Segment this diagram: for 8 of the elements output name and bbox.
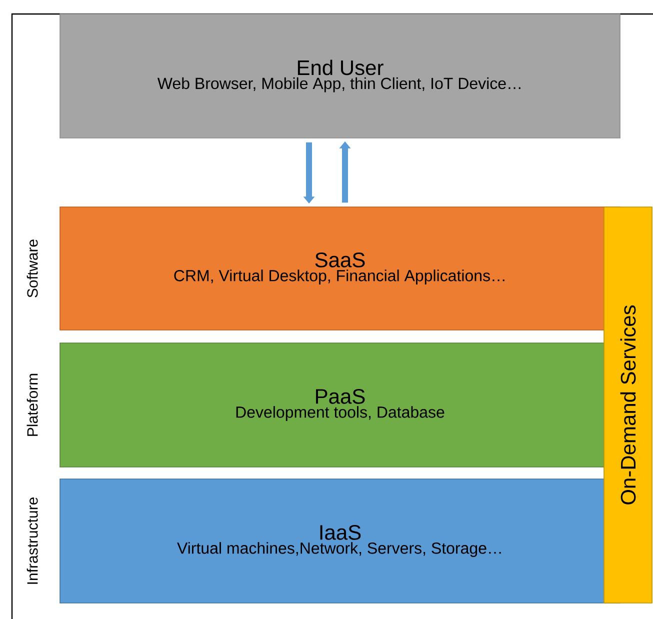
layer-box: IaaS Virtual machines,Network, Servers, Storage… <box>60 478 620 604</box>
layer-box: End User Web Browser, Mobile App, thin Client, IoT Device… <box>60 14 620 138</box>
side-label: Infrastructure <box>26 498 38 584</box>
layer-box: On-Demand Services <box>604 206 652 604</box>
side-label: Software <box>26 240 38 298</box>
side-label: Plateform <box>26 374 38 436</box>
layer-box: SaaS CRM, Virtual Desktop, Financial Applications… <box>60 206 620 330</box>
layer-box: PaaS Development tools, Database <box>60 342 620 468</box>
